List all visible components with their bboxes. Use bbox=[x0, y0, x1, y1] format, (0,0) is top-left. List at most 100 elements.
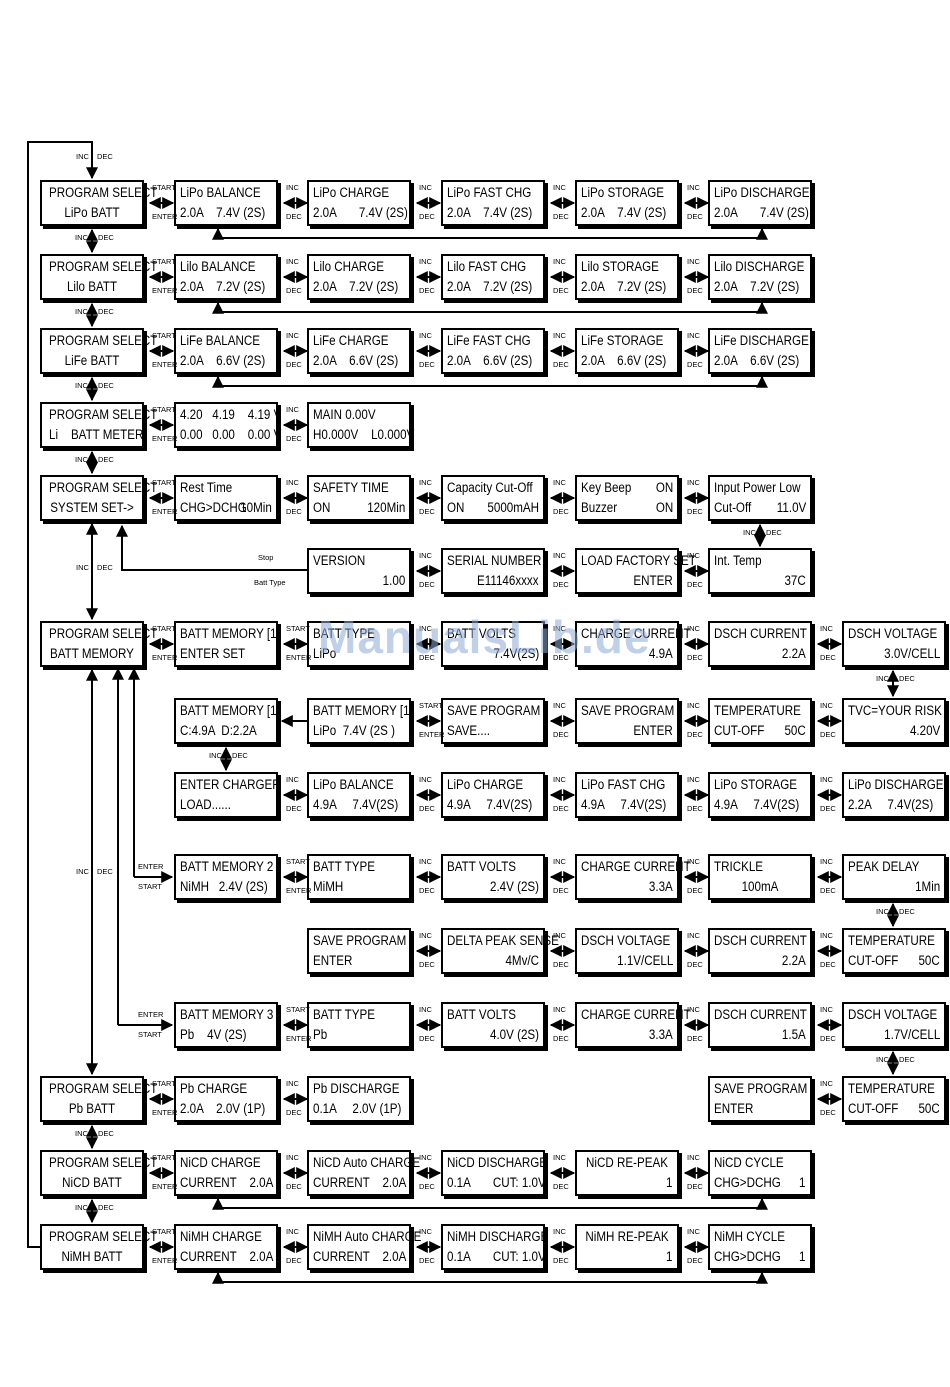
screen-line: SAVE PROGRAM bbox=[714, 1081, 808, 1096]
screen-line: 2.0A 6.6V (2S) bbox=[180, 353, 266, 368]
connector-label-top: INC bbox=[553, 551, 566, 560]
screen-line: CHG>DCHG bbox=[714, 1249, 781, 1264]
connector-label-bottom: ENTER bbox=[152, 1256, 178, 1265]
connector-label-enter: ENTER bbox=[138, 862, 164, 871]
screen-line: SERIAL NUMBER bbox=[447, 553, 542, 568]
connector-label-dec: DEC bbox=[98, 1129, 114, 1138]
connector-label-bottom: ENTER bbox=[286, 653, 312, 662]
connector-label-top: INC bbox=[553, 183, 566, 192]
screen-line: LiPo FAST CHG bbox=[447, 185, 532, 200]
screen-line: 1Min bbox=[914, 879, 940, 894]
connector-label-top: INC bbox=[286, 775, 299, 784]
screen-line: 0.1A 2.0V (1P) bbox=[313, 1101, 402, 1116]
screen-line: LiPo bbox=[313, 646, 337, 661]
screen-bm1-type: BATT TYPE LiPo bbox=[307, 621, 411, 667]
screen-line: SAVE PROGRAM bbox=[313, 933, 407, 948]
screen-line: 50C bbox=[784, 723, 806, 738]
screen-line: BATT VOLTS bbox=[447, 859, 517, 874]
connector-label-top: INC bbox=[687, 1227, 700, 1236]
screen-line: CHARGE CURRENT bbox=[581, 1007, 691, 1022]
screen-line: BATT MEMORY 2 bbox=[180, 859, 274, 874]
screen-bm1: BATT MEMORY [1]ENTER SET bbox=[174, 621, 280, 667]
screen-line: LiPo FAST CHG bbox=[581, 777, 666, 792]
screen-line: LiFe BATT bbox=[64, 353, 120, 368]
screen-line: Key Beep bbox=[581, 480, 632, 495]
connector-label-inc: INC bbox=[75, 1203, 88, 1212]
connector-label-top: INC bbox=[286, 183, 299, 192]
screen-line: 3.0V/CELL bbox=[883, 646, 940, 661]
screen-line: 2.0A 7.2V (2S) bbox=[313, 279, 399, 294]
screen-line: BATT MEMORY 3 bbox=[180, 1007, 274, 1022]
screen-line: LiPo CHARGE bbox=[313, 185, 390, 200]
screen-line: Lilo CHARGE bbox=[313, 259, 384, 274]
connector-label-top: INC bbox=[553, 931, 566, 940]
connector-label-bottom: DEC bbox=[687, 1034, 703, 1043]
connector-label-top: INC bbox=[687, 775, 700, 784]
connector-label-dec: DEC bbox=[98, 381, 114, 390]
screen-line: LiPo BALANCE bbox=[180, 185, 261, 200]
connector-label-stop: Stop bbox=[258, 553, 274, 562]
connector-label-top: START bbox=[152, 1079, 176, 1088]
screen-line: 11.0V bbox=[776, 500, 806, 515]
connector-label-bottom: ENTER bbox=[152, 212, 178, 221]
screen-line: 4.20V bbox=[909, 723, 940, 738]
screen-line: BATT TYPE bbox=[313, 626, 375, 641]
connector-label-bottom: DEC bbox=[687, 507, 703, 516]
connector-label-inc: INC bbox=[75, 233, 88, 242]
screen-line: ON bbox=[313, 500, 331, 515]
connector-label-top: INC bbox=[419, 624, 432, 633]
connector-label-bottom: DEC bbox=[687, 1256, 703, 1265]
connector-label-bottom: DEC bbox=[687, 360, 703, 369]
screen-line: 2.0A 7.2V (2S) bbox=[714, 279, 800, 294]
screen-line: ENTER bbox=[633, 573, 673, 588]
screen-line: CURRENT 2.0A bbox=[180, 1175, 274, 1190]
connector-label-bottom: DEC bbox=[687, 286, 703, 295]
connector-label-top: INC bbox=[419, 331, 432, 340]
connector-label-dec: DEC bbox=[98, 307, 114, 316]
connector-label-inc: INC bbox=[75, 1129, 88, 1138]
screen-line: Pb CHARGE bbox=[180, 1081, 248, 1096]
screen-bm1-saved: BATT MEMORY [1]LiPo 7.4V (2S ) bbox=[307, 698, 413, 744]
connector-label-bottom: DEC bbox=[419, 960, 435, 969]
connector-label-bottom: DEC bbox=[820, 960, 836, 969]
screen-line: 0.00 0.00 0.00 V bbox=[180, 427, 282, 442]
screen-line: 120Min bbox=[366, 500, 405, 515]
connector-label-inc: INC bbox=[75, 381, 88, 390]
connector-label-top: INC bbox=[553, 331, 566, 340]
connector-label-inc: INC bbox=[75, 455, 88, 464]
screen-line: MiMH bbox=[313, 879, 344, 894]
screen-line: H0.000V L0.000V bbox=[313, 427, 415, 442]
connector-label-top: INC bbox=[687, 257, 700, 266]
screen-line: 2.0A 6.6V (2S) bbox=[447, 353, 533, 368]
screen-line: LOAD FACTORY SET bbox=[581, 553, 696, 568]
connector-label-top: START bbox=[152, 331, 176, 340]
connector-label-inc: INC bbox=[876, 907, 889, 916]
screen-line: VERSION bbox=[313, 553, 366, 568]
connector-label-top: INC bbox=[419, 183, 432, 192]
screen-line: LiPo CHARGE bbox=[447, 777, 524, 792]
screen-line: NiCD Auto CHARGE bbox=[313, 1155, 421, 1170]
screen-line: 2.0A 7.2V (2S) bbox=[447, 279, 533, 294]
screen-line: Lilo BATT bbox=[66, 279, 118, 294]
connector-label-top: INC bbox=[820, 931, 833, 940]
connector-label-bottom: ENTER bbox=[152, 286, 178, 295]
connector-label-bottom: DEC bbox=[553, 730, 569, 739]
screen-line: NiCD CHARGE bbox=[180, 1155, 261, 1170]
screen-line: NiMH RE-PEAK bbox=[585, 1229, 669, 1244]
connector-label-top: INC bbox=[419, 257, 432, 266]
